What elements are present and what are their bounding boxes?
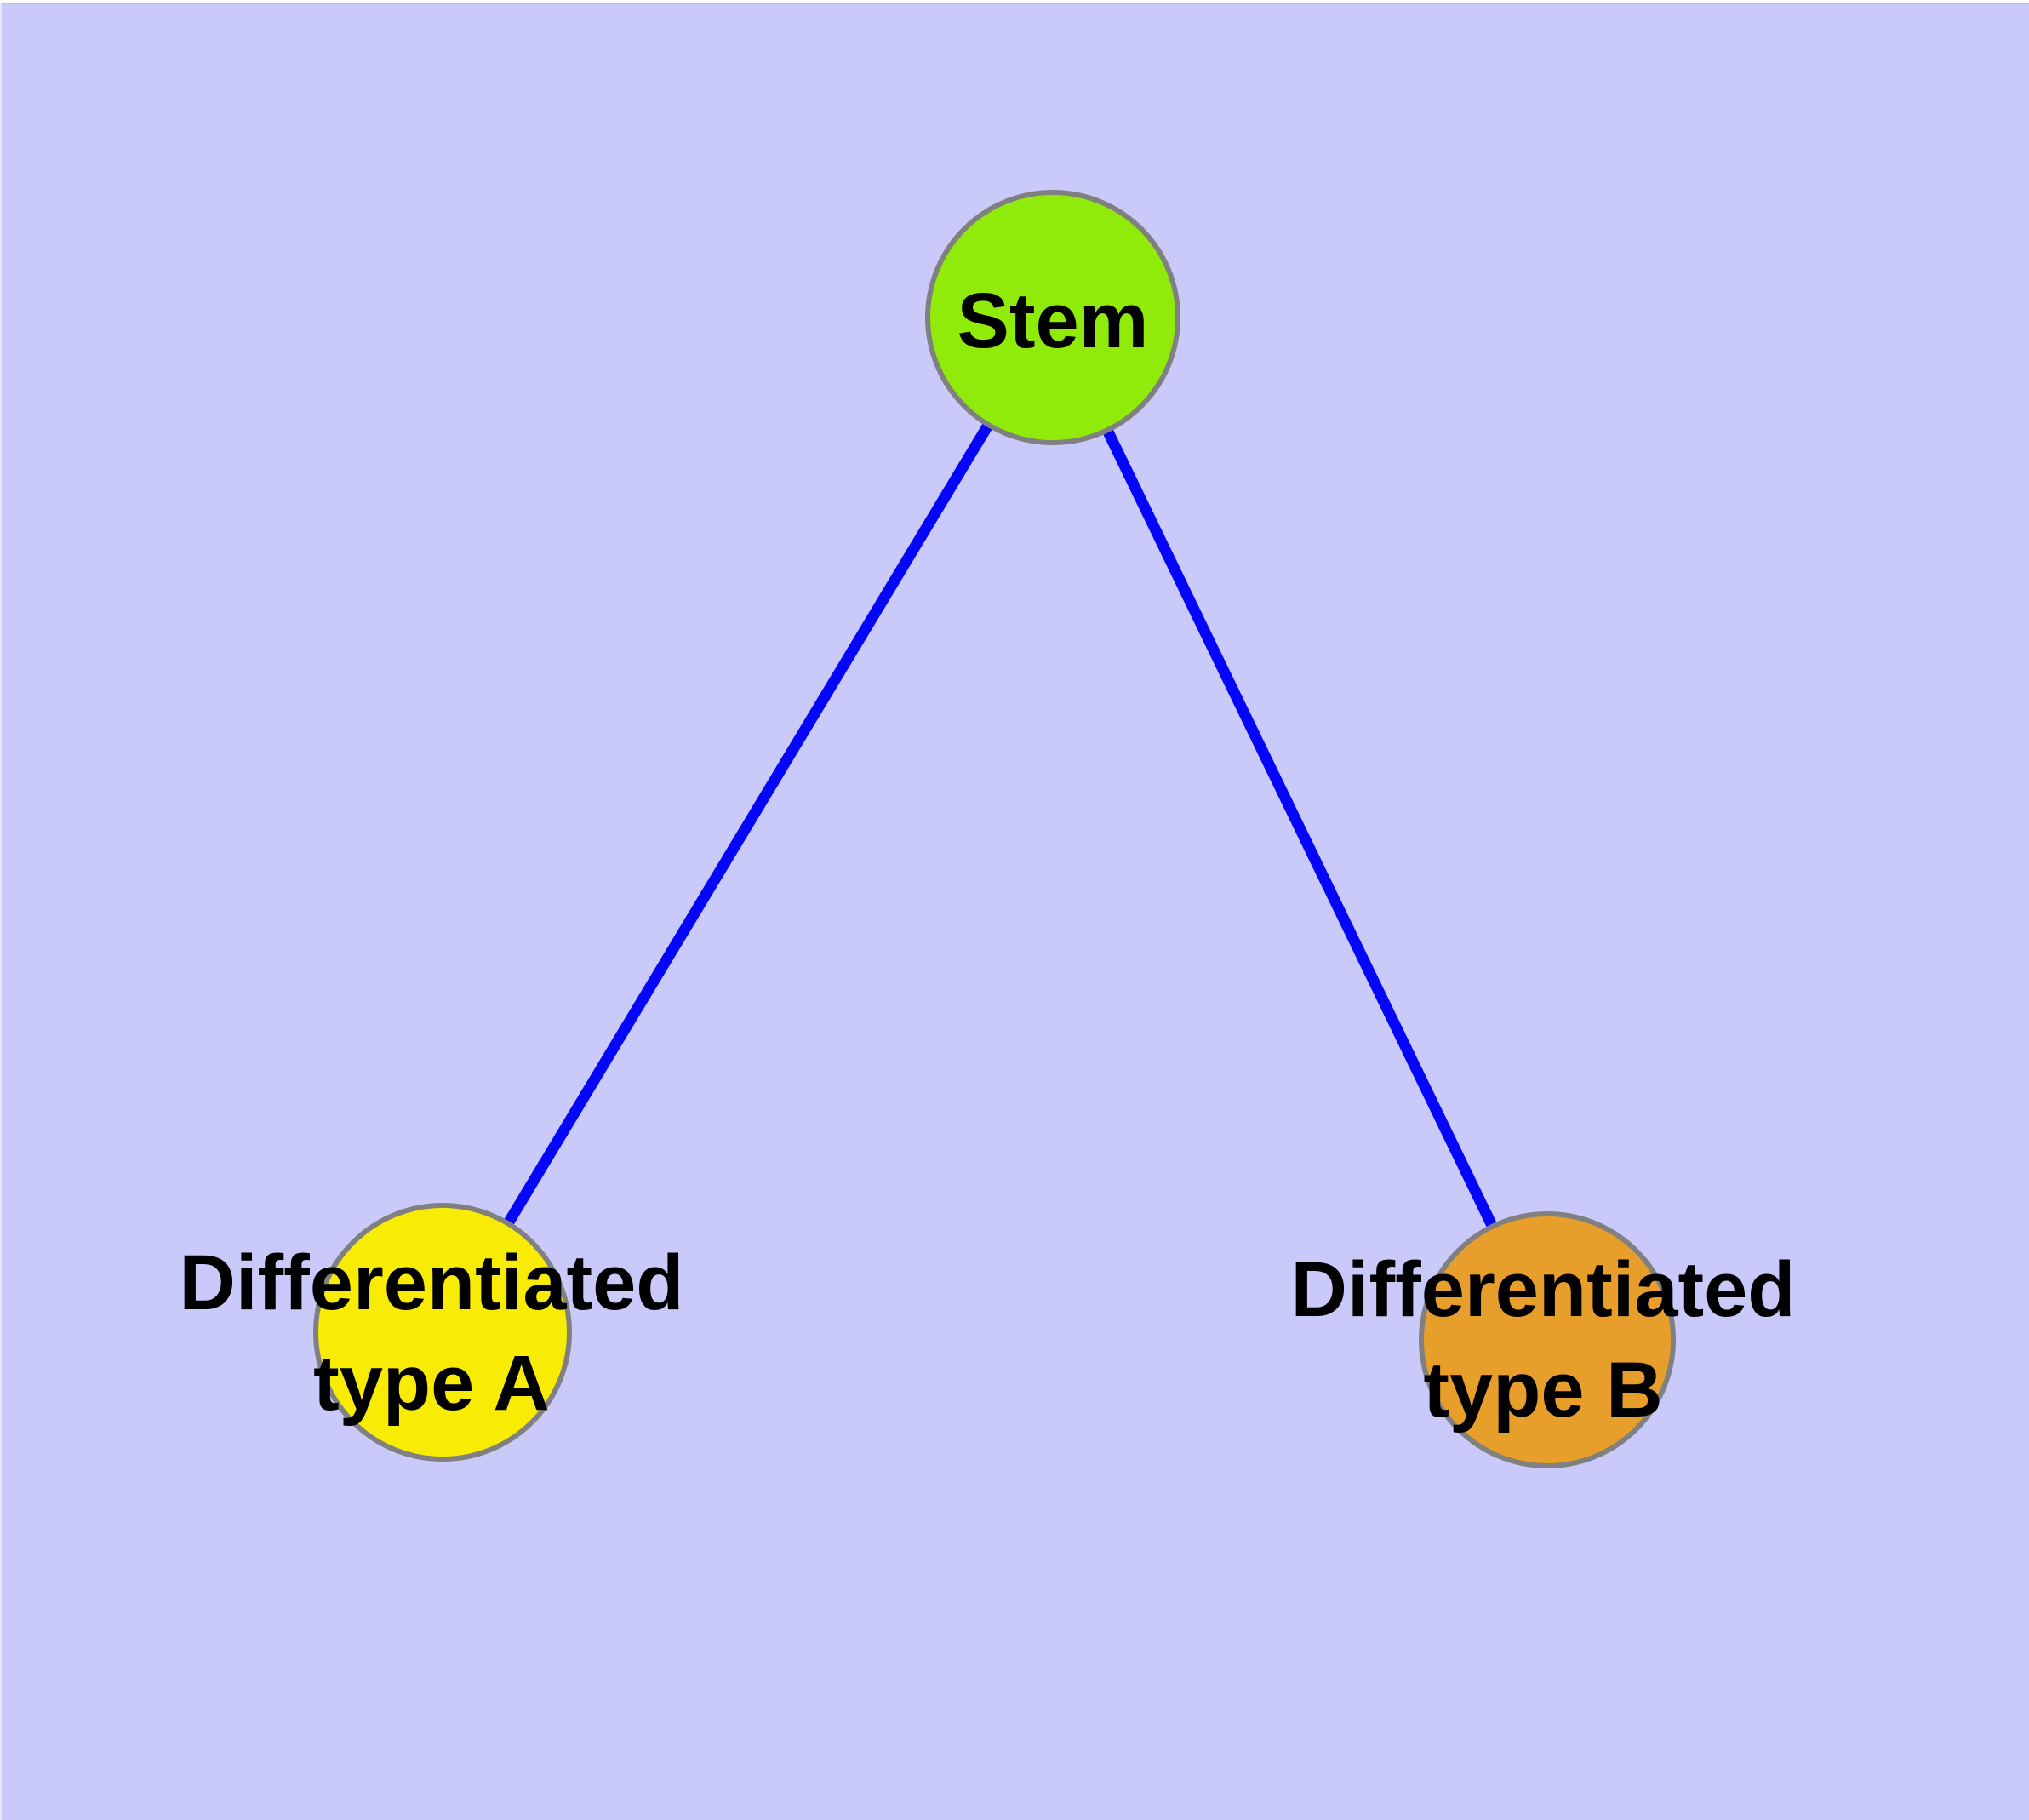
node-differentiated-type-a-label-line1: Differentiated [179,1239,684,1326]
node-differentiated-type-b-label-line1: Differentiated [1290,1246,1796,1333]
node-differentiated-type-a-circle [313,1203,572,1462]
edge-stem-to-type-b [1048,315,1552,1342]
edge-stem-to-type-a [437,314,1058,1336]
node-differentiated-type-b-circle [1419,1211,1676,1468]
top-strip-shadow-line [0,3,2029,4]
node-stem-circle [925,190,1180,445]
node-stem-label: Stem [957,271,1149,371]
node-stem-label-line1: Stem [957,278,1149,364]
node-differentiated-type-a-label-line2: type A [313,1340,550,1427]
node-differentiated-type-b-label-line2: type B [1423,1347,1663,1434]
top-white-strip [0,0,2029,3]
node-differentiated-type-b-label: Differentiated type B [1291,1239,1796,1440]
node-differentiated-type-a-label: Differentiated type A [180,1233,684,1434]
left-white-strip [0,0,2,1820]
